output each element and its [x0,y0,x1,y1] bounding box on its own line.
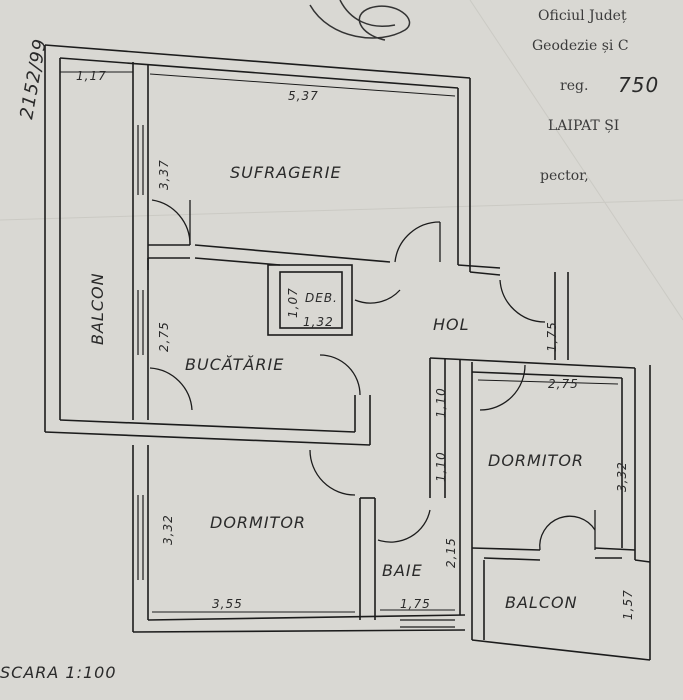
room-hol: HOL [433,315,470,334]
dim-baie-depth: 2,15 [444,537,458,568]
dim-hol-right-2: 1,10 [434,451,448,482]
dimension-labels: 1,17 5,37 3,37 2,75 1,07 1,32 1,10 1,10 … [76,69,635,620]
dim-dormitor-right-depth: 3,32 [615,461,629,492]
dim-deb-depth: 1,07 [286,287,300,318]
stamp-line5: pector, [540,168,589,184]
room-dormitor-left: DORMITOR [210,513,306,532]
dim-sufragerie-width: 5,37 [288,89,319,103]
stamp-line3-number: 750 [618,73,659,97]
scale-label: SCARA 1:100 [0,663,117,682]
signature-scribble [309,0,411,41]
dim-deb-width: 1,32 [303,315,334,329]
stamp-line2: Geodezie și C [532,38,629,54]
dim-hol-entry: 1,75 [545,321,559,352]
dim-balcon-width: 1,17 [76,69,107,83]
dim-balcon-right-depth: 1,57 [621,589,635,620]
dim-dormitor-right-width: 2,75 [548,377,579,391]
dim-bucatarie-depth: 2,75 [157,321,171,352]
room-bucatarie: BUCĂTĂRIE [185,355,284,374]
dim-hol-right-1: 1,10 [434,387,448,418]
paper-grid [0,0,683,321]
dim-dormitor-left-width: 3,55 [212,597,243,611]
stamp-line1: Oficiul Județ [538,8,627,24]
room-dormitor-right: DORMITOR [488,451,584,470]
dim-baie-width: 1,75 [400,597,431,611]
stamp-line4: LAIPAT ȘI [548,118,619,134]
room-balcon-left: BALCON [88,272,107,345]
room-deb: DEB. [305,291,338,305]
room-sufragerie: SUFRAGERIE [230,163,342,182]
room-baie: BAIE [382,561,423,580]
stamp: Oficiul Județ Geodezie și C reg. 750 LAI… [532,8,659,184]
walls [44,44,651,661]
stamp-line3-prefix: reg. [560,78,588,94]
room-labels: SUFRAGERIE BALCON BUCĂTĂRIE DEB. HOL DOR… [88,163,584,612]
dim-sufragerie-depth: 3,37 [157,159,171,190]
dimension-lines [60,71,619,613]
reference-number: 2152/99 [16,37,51,121]
windows [137,125,455,628]
door-swings [149,199,596,551]
room-balcon-right: BALCON [505,593,578,612]
dim-dormitor-left-depth: 3,32 [161,514,175,545]
